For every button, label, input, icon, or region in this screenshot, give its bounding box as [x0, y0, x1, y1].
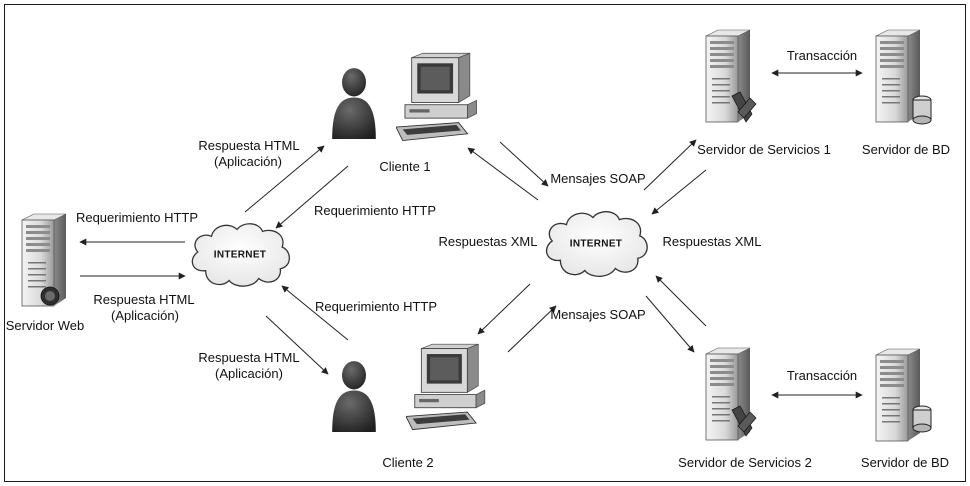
arrow-xml-to-client1 — [467, 147, 539, 201]
xml-responses-right-label: Respuestas XML — [662, 234, 762, 249]
arrow-soap-from-client2 — [507, 305, 557, 353]
arrow-request-from-client1 — [275, 165, 349, 229]
arrow-response-to-client1 — [244, 145, 325, 213]
web-server-icon — [21, 213, 67, 307]
request-http-client1-label: Requerimiento HTTP — [313, 203, 437, 218]
arrow-soap-to-service2 — [645, 295, 695, 353]
diagram-frame — [4, 4, 966, 482]
computer-1-icon — [396, 52, 478, 142]
service-server-2-icon — [705, 347, 757, 441]
transaction-top-label: Transacción — [786, 48, 858, 63]
db-server-1-icon — [875, 29, 932, 125]
computer-2-icon — [406, 343, 486, 431]
arrow-soap-to-service1 — [643, 139, 697, 191]
client1-label: Cliente 1 — [379, 159, 431, 174]
request-http-client2-label: Requerimiento HTTP — [314, 299, 438, 314]
response-html-client2-label-line2: (Aplicación) — [215, 366, 283, 381]
response-html-client2-label-line1: Respuesta HTML — [198, 350, 300, 365]
soap-messages-top-label: Mensajes SOAP — [550, 171, 646, 186]
internet-left-label: INTERNET — [213, 249, 267, 261]
response-html-web-label-line1: Respuesta HTML — [93, 292, 195, 307]
transaction-bottom-label: Transacción — [786, 368, 858, 383]
connection-arrows — [79, 69, 863, 399]
service1-label: Servidor de Servicios 1 — [697, 142, 831, 157]
xml-responses-left-label: Respuestas XML — [438, 234, 538, 249]
db1-label: Servidor de BD — [861, 142, 951, 157]
response-html-web-label-line2: (Aplicación) — [111, 308, 179, 323]
arrow-request-from-client2 — [281, 285, 349, 341]
response-html-client1-label-line1: Respuesta HTML — [198, 138, 300, 153]
arrow-response-to-client2 — [265, 315, 329, 375]
web-server-label: Servidor Web — [5, 318, 85, 333]
arrow-xml-from-service2 — [655, 275, 707, 327]
user-2-icon — [332, 361, 376, 432]
soap-messages-bottom-label: Mensajes SOAP — [550, 307, 646, 322]
db-server-2-icon — [875, 348, 932, 442]
response-html-client1-label-line2: (Aplicación) — [214, 154, 282, 169]
user-1-icon — [332, 68, 376, 139]
client2-label: Cliente 2 — [382, 455, 434, 470]
request-http-web-label: Requerimiento HTTP — [75, 210, 199, 225]
service2-label: Servidor de Servicios 2 — [678, 455, 812, 470]
arrow-soap-from-client1 — [499, 141, 549, 187]
db2-label: Servidor de BD — [860, 455, 950, 470]
arrow-xml-to-client2 — [477, 283, 531, 335]
arrow-xml-from-service1 — [651, 169, 707, 215]
service-server-1-icon — [705, 29, 757, 123]
internet-right-label: INTERNET — [569, 238, 623, 250]
